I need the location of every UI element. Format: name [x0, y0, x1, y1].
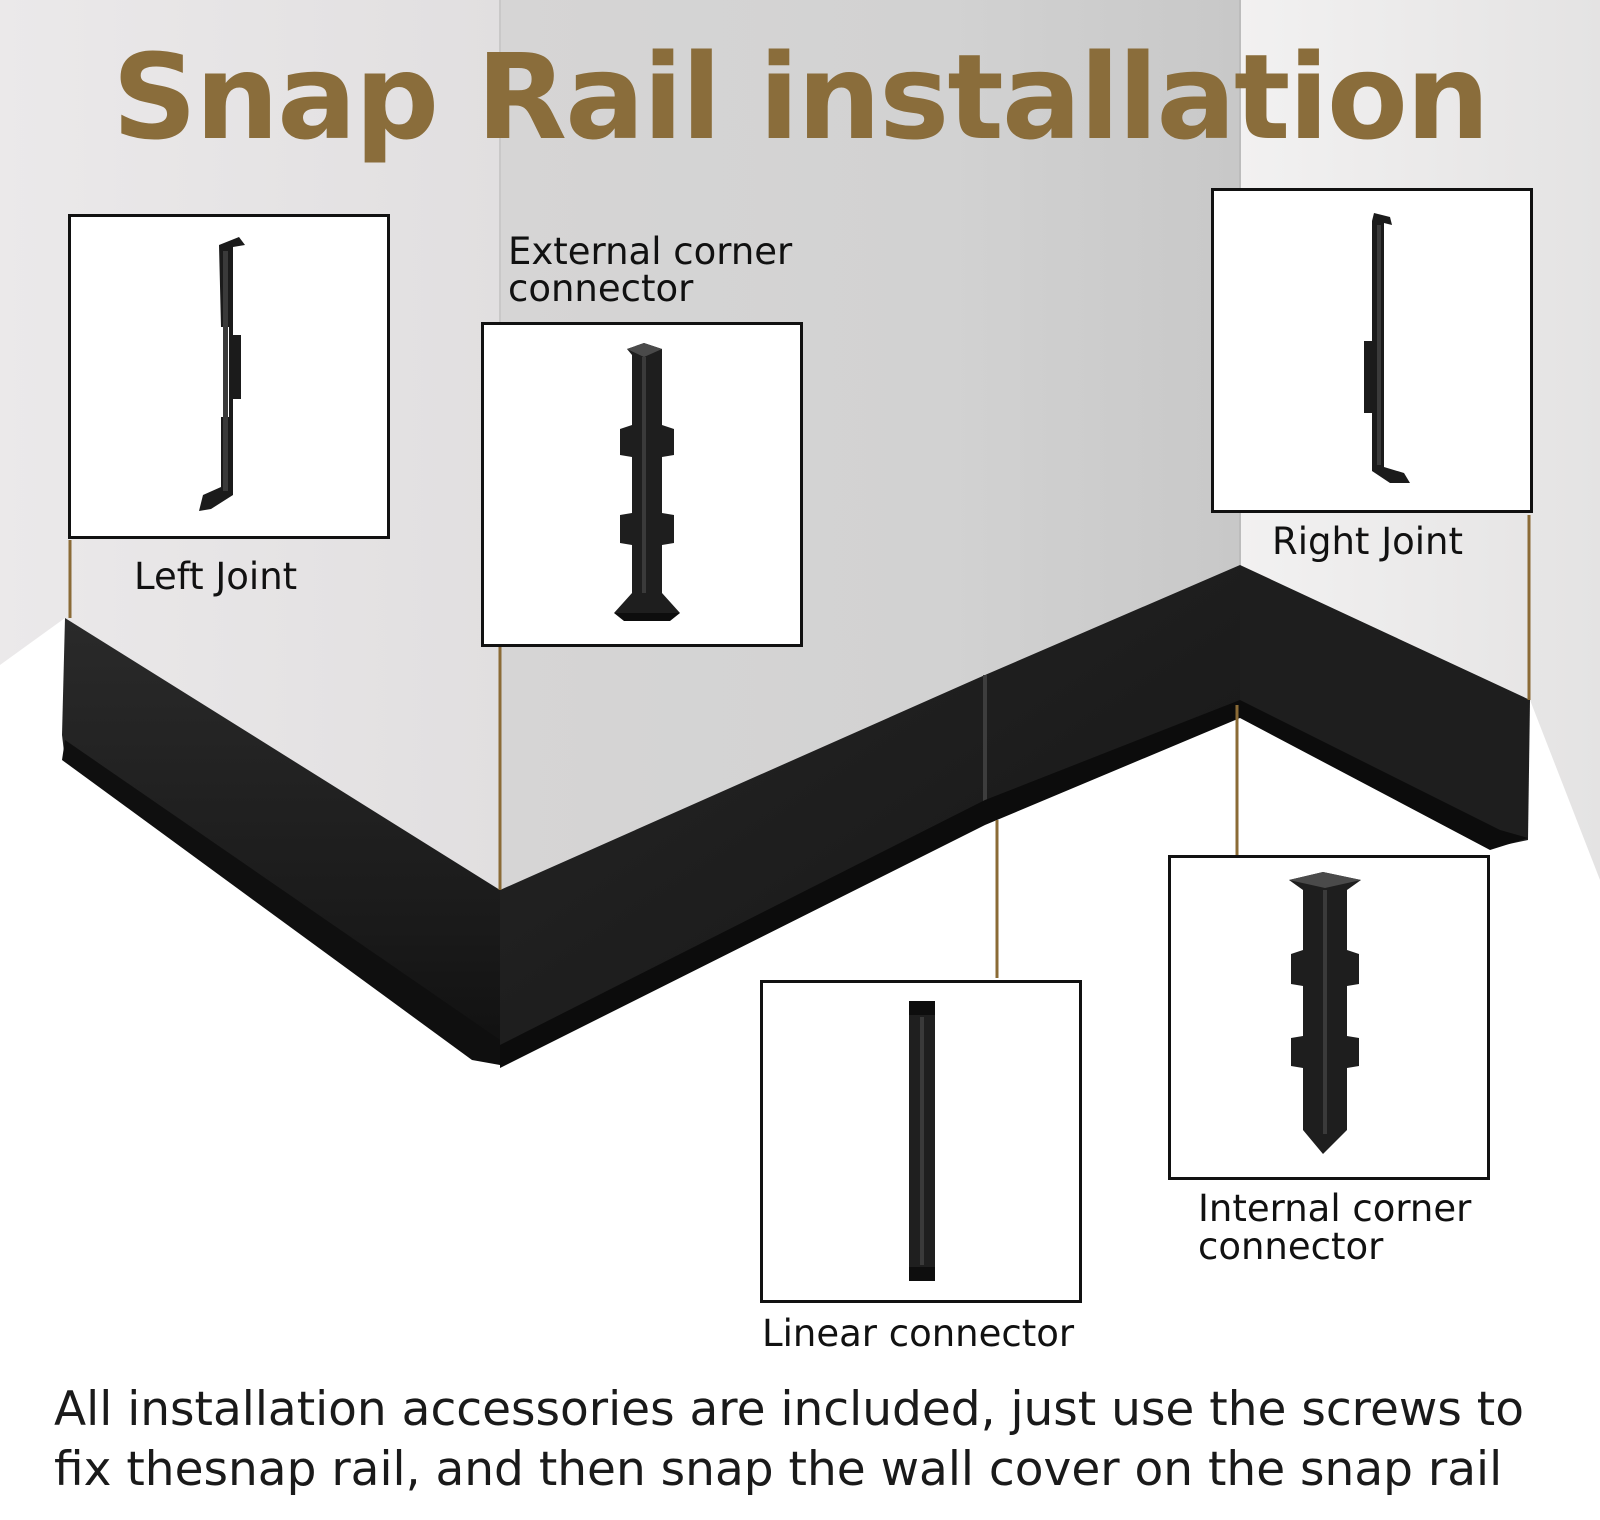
- external-corner-panel: [481, 322, 803, 647]
- external-corner-label-line2: connector: [508, 267, 694, 310]
- rail-right-segment: [500, 565, 1240, 1065]
- left-joint-panel: [68, 214, 390, 539]
- page-title: Snap Rail installation: [112, 28, 1490, 166]
- internal-corner-label-line1: Internal corner: [1198, 1187, 1472, 1230]
- linear-connector-icon: [909, 1001, 935, 1281]
- caption-line-2: fix thesnap rail, and then snap the wall…: [54, 1442, 1503, 1497]
- internal-corner-panel: [1168, 855, 1490, 1180]
- rail-right-lip: [500, 700, 1240, 1068]
- internal-corner-icon: [1289, 872, 1361, 1154]
- installation-caption: All installation accessories are include…: [54, 1380, 1564, 1500]
- rail-far-segment: [1240, 565, 1530, 848]
- rail-left-lip: [62, 740, 500, 1065]
- right-wall: [500, 0, 1240, 890]
- right-joint-label: Right Joint: [1272, 520, 1463, 563]
- internal-corner-label-line2: connector: [1198, 1225, 1384, 1268]
- left-joint-icon: [199, 237, 245, 511]
- rail-left-segment: [62, 618, 500, 1060]
- right-joint-icon: [1364, 213, 1410, 483]
- linear-connector-panel: [760, 980, 1082, 1303]
- external-corner-label-line1: External corner: [508, 230, 793, 273]
- external-corner-icon: [614, 343, 680, 621]
- rail-far-lip: [1240, 700, 1528, 850]
- caption-line-1: All installation accessories are include…: [54, 1382, 1524, 1437]
- leader-lines: [68, 515, 1531, 978]
- left-joint-label: Left Joint: [134, 555, 298, 598]
- right-joint-panel: [1211, 188, 1533, 513]
- linear-connector-label: Linear connector: [762, 1312, 1075, 1355]
